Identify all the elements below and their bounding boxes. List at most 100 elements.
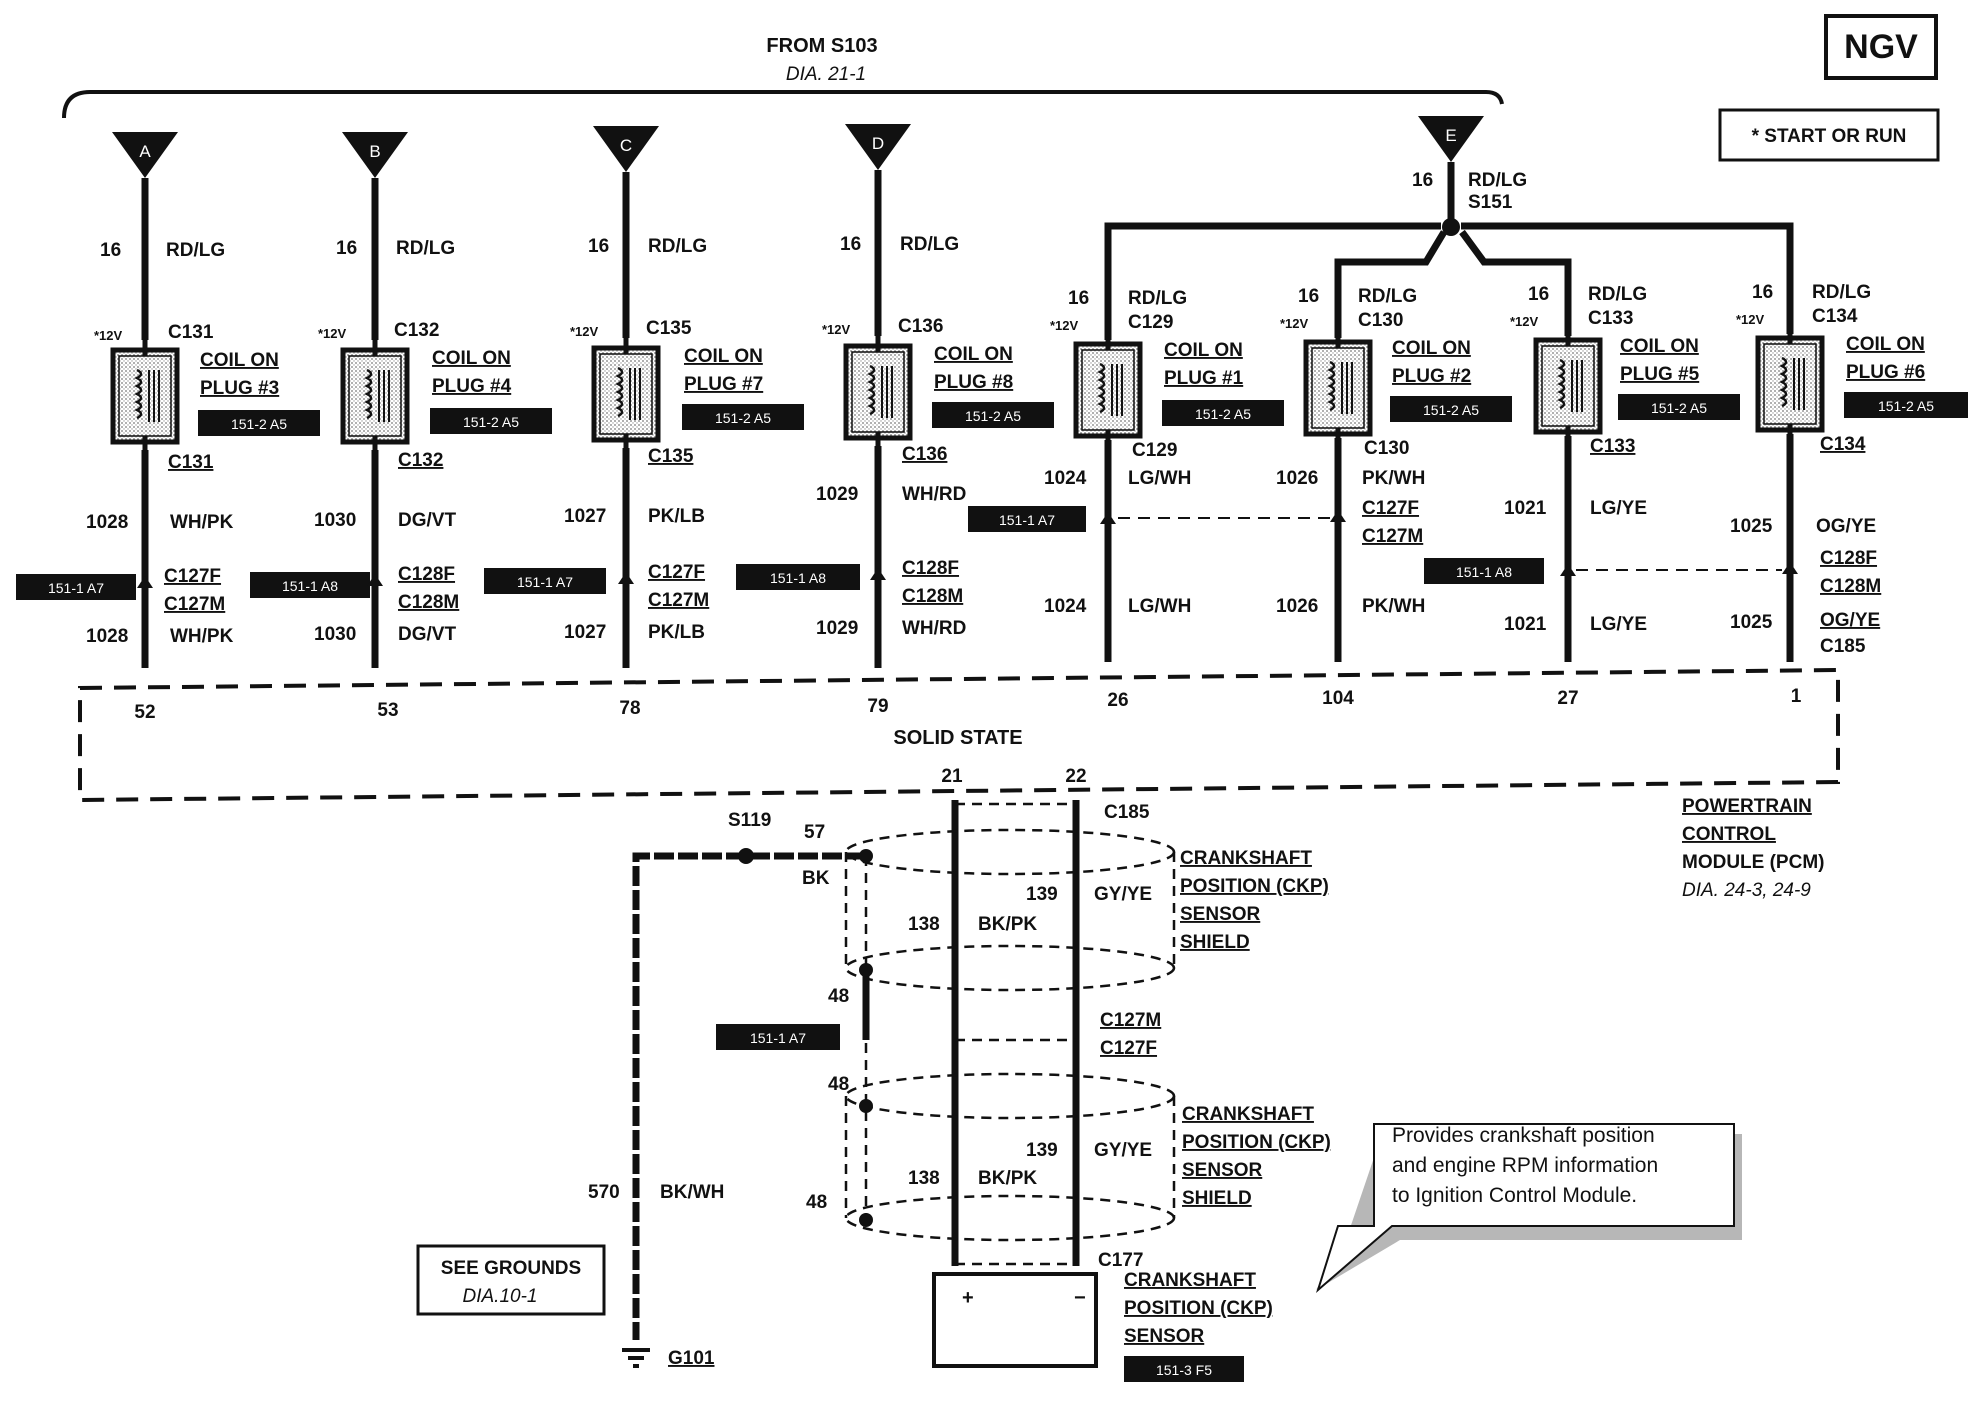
svg-text:WH/PK: WH/PK [170,512,234,533]
svg-text:D: D [872,134,884,153]
svg-text:*12V: *12V [1050,318,1079,333]
svg-text:LG/WH: LG/WH [1128,468,1191,489]
svg-text:DG/VT: DG/VT [398,624,456,645]
svg-text:1025: 1025 [1730,516,1773,537]
right-wires [1104,300,1794,662]
svg-text:*12V: *12V [1280,316,1309,331]
ground-circuit: 570 [588,1182,620,1203]
ckp-sensor-box [932,1272,1098,1368]
svg-text:16: 16 [1298,286,1319,307]
svg-text:C130: C130 [1358,310,1403,331]
input-b: B [342,132,408,178]
input-e: E [1418,116,1484,162]
svg-text:COIL ON: COIL ON [934,344,1013,365]
ground-icon [622,1348,650,1368]
svg-text:1028: 1028 [86,512,128,533]
svg-text:C131: C131 [168,322,214,343]
svg-text:1024: 1024 [1044,596,1087,617]
input-a: A [112,132,178,178]
sensor-minus: − [1074,1287,1086,1309]
svg-text:OG/YE: OG/YE [1820,610,1880,631]
svg-text:COIL ON: COIL ON [684,346,763,367]
coil-plug-4 [343,340,407,452]
svg-text:1029: 1029 [816,484,858,505]
pcm-line1: POWERTRAIN [1682,796,1812,817]
svg-text:C135: C135 [646,318,692,339]
svg-text:C134: C134 [1820,434,1866,455]
svg-text:C128F: C128F [1820,548,1877,569]
svg-text:151-1 A7: 151-1 A7 [48,580,104,596]
svg-text:C127M: C127M [164,594,225,615]
svg-text:C128F: C128F [902,558,959,579]
coil-8-labels: *12V C136 COIL ON PLUG #8 151-2 A5 C136 … [736,316,1054,717]
svg-text:E: E [1445,126,1456,145]
shield-a-4: SHIELD [1180,932,1250,953]
coil-plug-7 [594,338,658,450]
svg-text:52: 52 [134,702,155,723]
svg-text:1030: 1030 [314,510,356,531]
sensor-ref: 151-3 F5 [1156,1362,1212,1378]
pcm-c185: C185 [1104,802,1150,823]
svg-text:*12V: *12V [1510,314,1539,329]
legend-text: * START OR RUN [1752,126,1907,147]
svg-text:B: B [369,142,380,161]
svg-text:COIL ON: COIL ON [1392,338,1471,359]
svg-text:LG/YE: LG/YE [1590,614,1647,635]
svg-text:151-2 A5: 151-2 A5 [1423,402,1479,418]
c139-a: 139 [1026,884,1058,905]
ground-color: BK/WH [660,1182,724,1203]
ckp-conn-m: C127M [1100,1010,1161,1031]
ckp-wires [951,800,1080,1266]
svg-text:RD/LG: RD/LG [1812,282,1871,303]
svg-text:RD/LG: RD/LG [1128,288,1187,309]
svg-text:151-1 A7: 151-1 A7 [517,574,573,590]
svg-text:53: 53 [377,700,398,721]
coil-6-labels: 16 RD/LG *12V C134 COIL ON PLUG #6 151-2… [1730,282,1968,707]
solid-state-label: SOLID STATE [893,727,1022,749]
shield-a-3: SENSOR [1180,904,1261,925]
note-line1: Provides crankshaft position [1392,1124,1655,1147]
svg-text:WH/RD: WH/RD [902,618,966,639]
splice-s151 [1442,218,1460,236]
svg-text:PLUG #4: PLUG #4 [432,376,512,397]
connector-pins [137,510,1798,588]
shield-b-3: SENSOR [1182,1160,1263,1181]
svg-text:WH/RD: WH/RD [902,484,966,505]
svg-text:26: 26 [1107,690,1128,711]
ckp-ref-box [716,1024,840,1050]
color-a: RD/LG [166,240,225,261]
ngv-badge-box [1824,14,1938,80]
svg-text:C129: C129 [1132,440,1177,461]
sensor-name-1: CRANKSHAFT [1124,1270,1256,1291]
svg-text:1026: 1026 [1276,468,1318,489]
svg-text:DG/VT: DG/VT [398,510,456,531]
gauge-d: 16 [840,234,861,255]
coil-2-labels: 16 RD/LG *12V C130 COIL ON PLUG #2 151-2… [1276,286,1512,709]
see-grounds-line1: SEE GROUNDS [441,1258,581,1279]
svg-text:*12V: *12V [318,326,347,341]
svg-text:PK/LB: PK/LB [648,622,705,643]
svg-text:1024: 1024 [1044,468,1087,489]
svg-text:C135: C135 [648,446,694,467]
svg-text:PLUG #3: PLUG #3 [200,378,279,399]
svg-text:C128F: C128F [398,564,455,585]
s119-label: S119 [728,810,771,831]
shield-circuit: 57 [804,822,825,843]
svg-text:PLUG #1: PLUG #1 [1164,368,1244,389]
svg-text:C129: C129 [1128,312,1173,333]
svg-text:WH/PK: WH/PK [170,626,234,647]
c48-c: 48 [806,1192,827,1213]
shield-a-1: CRANKSHAFT [1180,848,1312,869]
pcm-pin-22: 22 [1065,766,1086,787]
see-grounds-line2: DIA.10-1 [463,1286,538,1307]
svg-text:PLUG #2: PLUG #2 [1392,366,1471,387]
gauge-a: 16 [100,240,121,261]
svg-text:C127F: C127F [1362,498,1419,519]
svg-text:COIL ON: COIL ON [1846,334,1925,355]
c48-b: 48 [828,1074,849,1095]
sensor-name-2: POSITION (CKP) [1124,1298,1273,1319]
svg-text:1030: 1030 [314,624,356,645]
color-d: RD/LG [900,234,959,255]
svg-text:PK/LB: PK/LB [648,506,705,527]
coil-5-labels: 16 RD/LG *12V C133 COIL ON PLUG #5 151-2… [1504,284,1740,709]
